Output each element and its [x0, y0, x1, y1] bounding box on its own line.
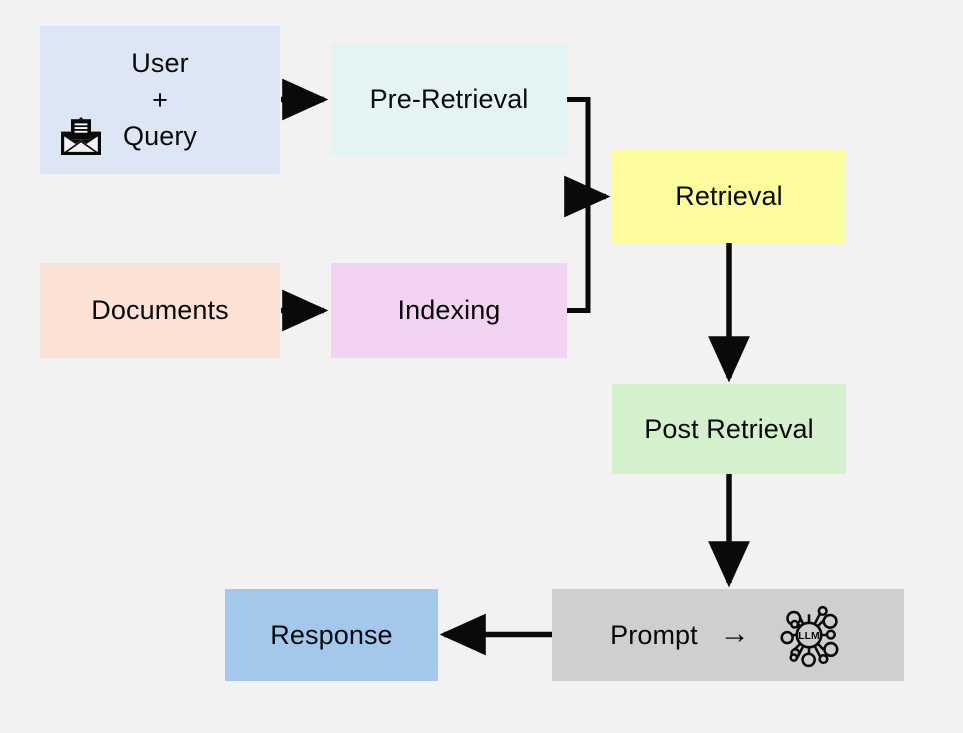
user-query-line-3: Query [122, 121, 198, 152]
node-user-query[interactable]: User + [40, 26, 280, 174]
node-documents[interactable]: Documents [40, 263, 280, 358]
node-indexing[interactable]: Indexing [331, 263, 567, 358]
response-label: Response [270, 619, 393, 650]
indexing-label: Indexing [397, 295, 501, 326]
documents-label: Documents [91, 295, 229, 326]
prompt-label: Prompt [610, 619, 698, 650]
user-query-line-1: User [131, 48, 189, 79]
edge-pre-retrieval-to-retrieval [567, 97, 591, 197]
llm-icon-label: LLM [798, 631, 820, 642]
node-prompt[interactable]: Prompt → [552, 589, 904, 681]
node-retrieval[interactable]: Retrieval [612, 150, 846, 243]
llm-network-icon: LLM [780, 605, 839, 668]
retrieval-label: Retrieval [675, 181, 783, 212]
post-retrieval-label: Post Retrieval [644, 413, 814, 444]
node-response[interactable]: Response [225, 589, 438, 681]
open-envelope-icon [61, 116, 101, 155]
edge-indexing-to-retrieval [567, 196, 591, 313]
user-query-line-2: + [152, 84, 168, 115]
user-query-line-3-row: Query [40, 116, 280, 155]
user-query-line-2-row: + [40, 83, 280, 118]
user-query-line-1-row: User [40, 46, 280, 81]
pre-retrieval-label: Pre-Retrieval [369, 84, 529, 115]
node-pre-retrieval[interactable]: Pre-Retrieval [331, 43, 567, 156]
right-arrow-icon: → [719, 617, 750, 650]
node-post-retrieval[interactable]: Post Retrieval [612, 384, 846, 474]
